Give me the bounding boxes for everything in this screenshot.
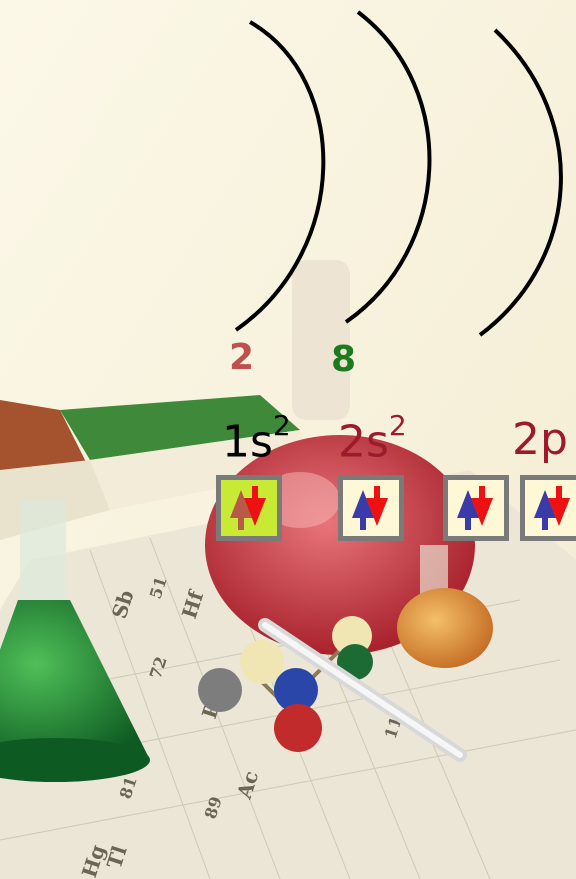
amber-flask: [397, 545, 493, 668]
shell-1-count: 2: [229, 337, 255, 378]
electron-pair-icon: [457, 486, 493, 530]
books: [0, 395, 310, 540]
orbital-cell-2p-2: [520, 475, 576, 541]
spin-up-arrow-icon: [352, 490, 374, 530]
electron-pair-icon: [230, 486, 266, 530]
spin-down-arrow-icon: [366, 486, 388, 526]
green-flask: [0, 500, 150, 782]
orbital-label-2s: 2s2: [338, 412, 407, 468]
electron-pair-icon: [534, 486, 570, 530]
shell-2-count: 8: [331, 339, 357, 380]
molecule-model: [198, 616, 373, 752]
orbital-label-1s-sup: 2: [272, 409, 291, 442]
spin-up-arrow-icon: [534, 490, 556, 530]
test-tube: [258, 618, 467, 762]
shell-arc-1: [234, 20, 326, 332]
spin-down-arrow-icon: [548, 486, 570, 526]
orbital-label-2p: 2p: [512, 418, 568, 462]
orbital-label-1s-main: 1s: [222, 416, 273, 468]
orbital-label-2s-sup: 2: [388, 409, 407, 442]
spin-up-arrow-icon: [457, 490, 479, 530]
electron-pair-icon: [352, 486, 388, 530]
shell-arc-2: [344, 10, 432, 324]
orbital-label-2p-main: 2p: [512, 414, 568, 465]
spin-up-arrow-icon: [230, 490, 252, 530]
orbital-label-2s-main: 2s: [338, 416, 389, 468]
orbital-cell-2p-1: [443, 475, 509, 541]
spin-down-arrow-icon: [244, 486, 266, 526]
orbital-cell-1s: [216, 475, 282, 541]
spin-down-arrow-icon: [471, 486, 493, 526]
shell-arc-3: [478, 28, 563, 337]
orbital-label-1s: 1s2: [222, 412, 291, 468]
orbital-cell-2s: [338, 475, 404, 541]
